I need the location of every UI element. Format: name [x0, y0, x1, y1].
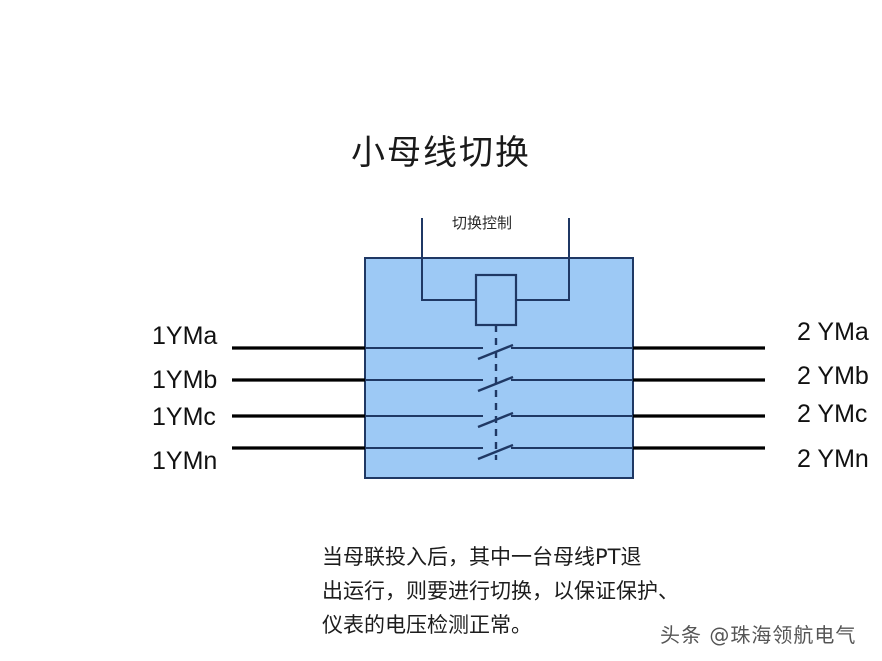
description-text: 当母联投入后，其中一台母线PT退 出运行，则要进行切换，以保证保护、 仪表的电压…	[322, 540, 742, 642]
left-terminal-label-1: 1YMa	[152, 322, 218, 350]
right-terminal-label-1: 2 YMa	[797, 318, 869, 346]
description-line-2: 出运行，则要进行切换，以保证保护、	[322, 579, 679, 603]
description-line-3: 仪表的电压检测正常。	[322, 613, 532, 637]
right-terminal-label-3: 2 YMc	[797, 400, 868, 428]
switch-contact-blade-c	[477, 411, 514, 429]
relay-coil-box	[474, 273, 518, 327]
description-line-1: 当母联投入后，其中一台母线PT退	[322, 545, 642, 569]
left-terminal-label-4: 1YMn	[152, 447, 218, 475]
right-terminal-label-2: 2 YMb	[797, 362, 869, 390]
page-title: 小母线切换	[351, 133, 531, 173]
switch-contact-blade-n	[477, 443, 514, 461]
left-terminal-label-3: 1YMc	[152, 403, 216, 431]
source-watermark: 头条 @珠海领航电气	[660, 623, 857, 647]
control-lead-right	[516, 218, 570, 301]
right-terminal-label-4: 2 YMn	[797, 445, 869, 473]
switching-control-label: 切换控制	[452, 214, 513, 232]
control-lead-left	[421, 218, 476, 301]
switch-contact-blade-a	[477, 343, 514, 361]
switch-contact-blade-b	[477, 375, 514, 393]
left-terminal-label-2: 1YMb	[152, 366, 218, 394]
